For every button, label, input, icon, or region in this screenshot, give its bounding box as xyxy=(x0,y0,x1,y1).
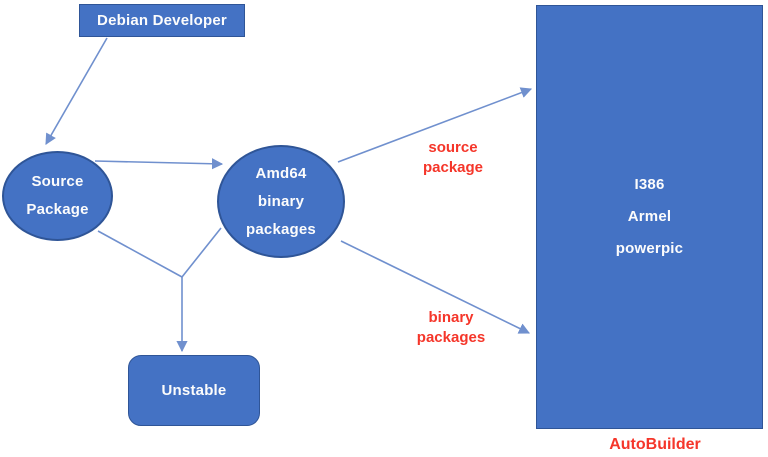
edge-amd64-to-autobuilder-source xyxy=(337,87,533,163)
edge-debian-to-source xyxy=(45,37,108,145)
node-unstable-label: Unstable xyxy=(161,382,227,399)
edge-label-source-package-line: source xyxy=(428,139,478,156)
autobuilder-arch-line: powerpic xyxy=(615,240,684,257)
node-source-package-line: Source xyxy=(31,173,84,190)
node-unstable: Unstable xyxy=(128,355,260,426)
edge-amd64-to-junction xyxy=(181,227,222,278)
edge-label-source-package-line: package xyxy=(422,159,484,176)
edge-label-source-package: source package xyxy=(405,138,501,178)
node-debian-developer-label: Debian Developer xyxy=(97,12,227,29)
node-source-package-line: Package xyxy=(26,201,89,218)
node-amd64-line: Amd64 xyxy=(255,164,307,182)
edge-source-to-junction xyxy=(97,230,183,278)
edge-label-binary-packages-line: binary xyxy=(428,309,474,326)
edge-label-binary-packages-line: packages xyxy=(416,329,486,346)
node-amd64-binary-packages: Amd64 binary packages xyxy=(217,145,345,258)
autobuilder-caption: AutoBuilder xyxy=(609,436,701,453)
node-source-package: Source Package xyxy=(2,151,113,241)
node-amd64-line: binary xyxy=(257,192,305,210)
autobuilder-arch-line: Armel xyxy=(627,208,672,225)
edge-amd64-to-autobuilder-binary xyxy=(340,240,531,334)
edge-source-to-amd64 xyxy=(94,158,224,170)
node-autobuilder-rect: I386 Armel powerpic xyxy=(536,5,763,429)
edge-label-binary-packages: binary packages xyxy=(403,308,499,348)
node-debian-developer: Debian Developer xyxy=(79,4,245,37)
node-amd64-line: packages xyxy=(246,220,316,238)
autobuilder-arch-line: I386 xyxy=(634,176,665,193)
